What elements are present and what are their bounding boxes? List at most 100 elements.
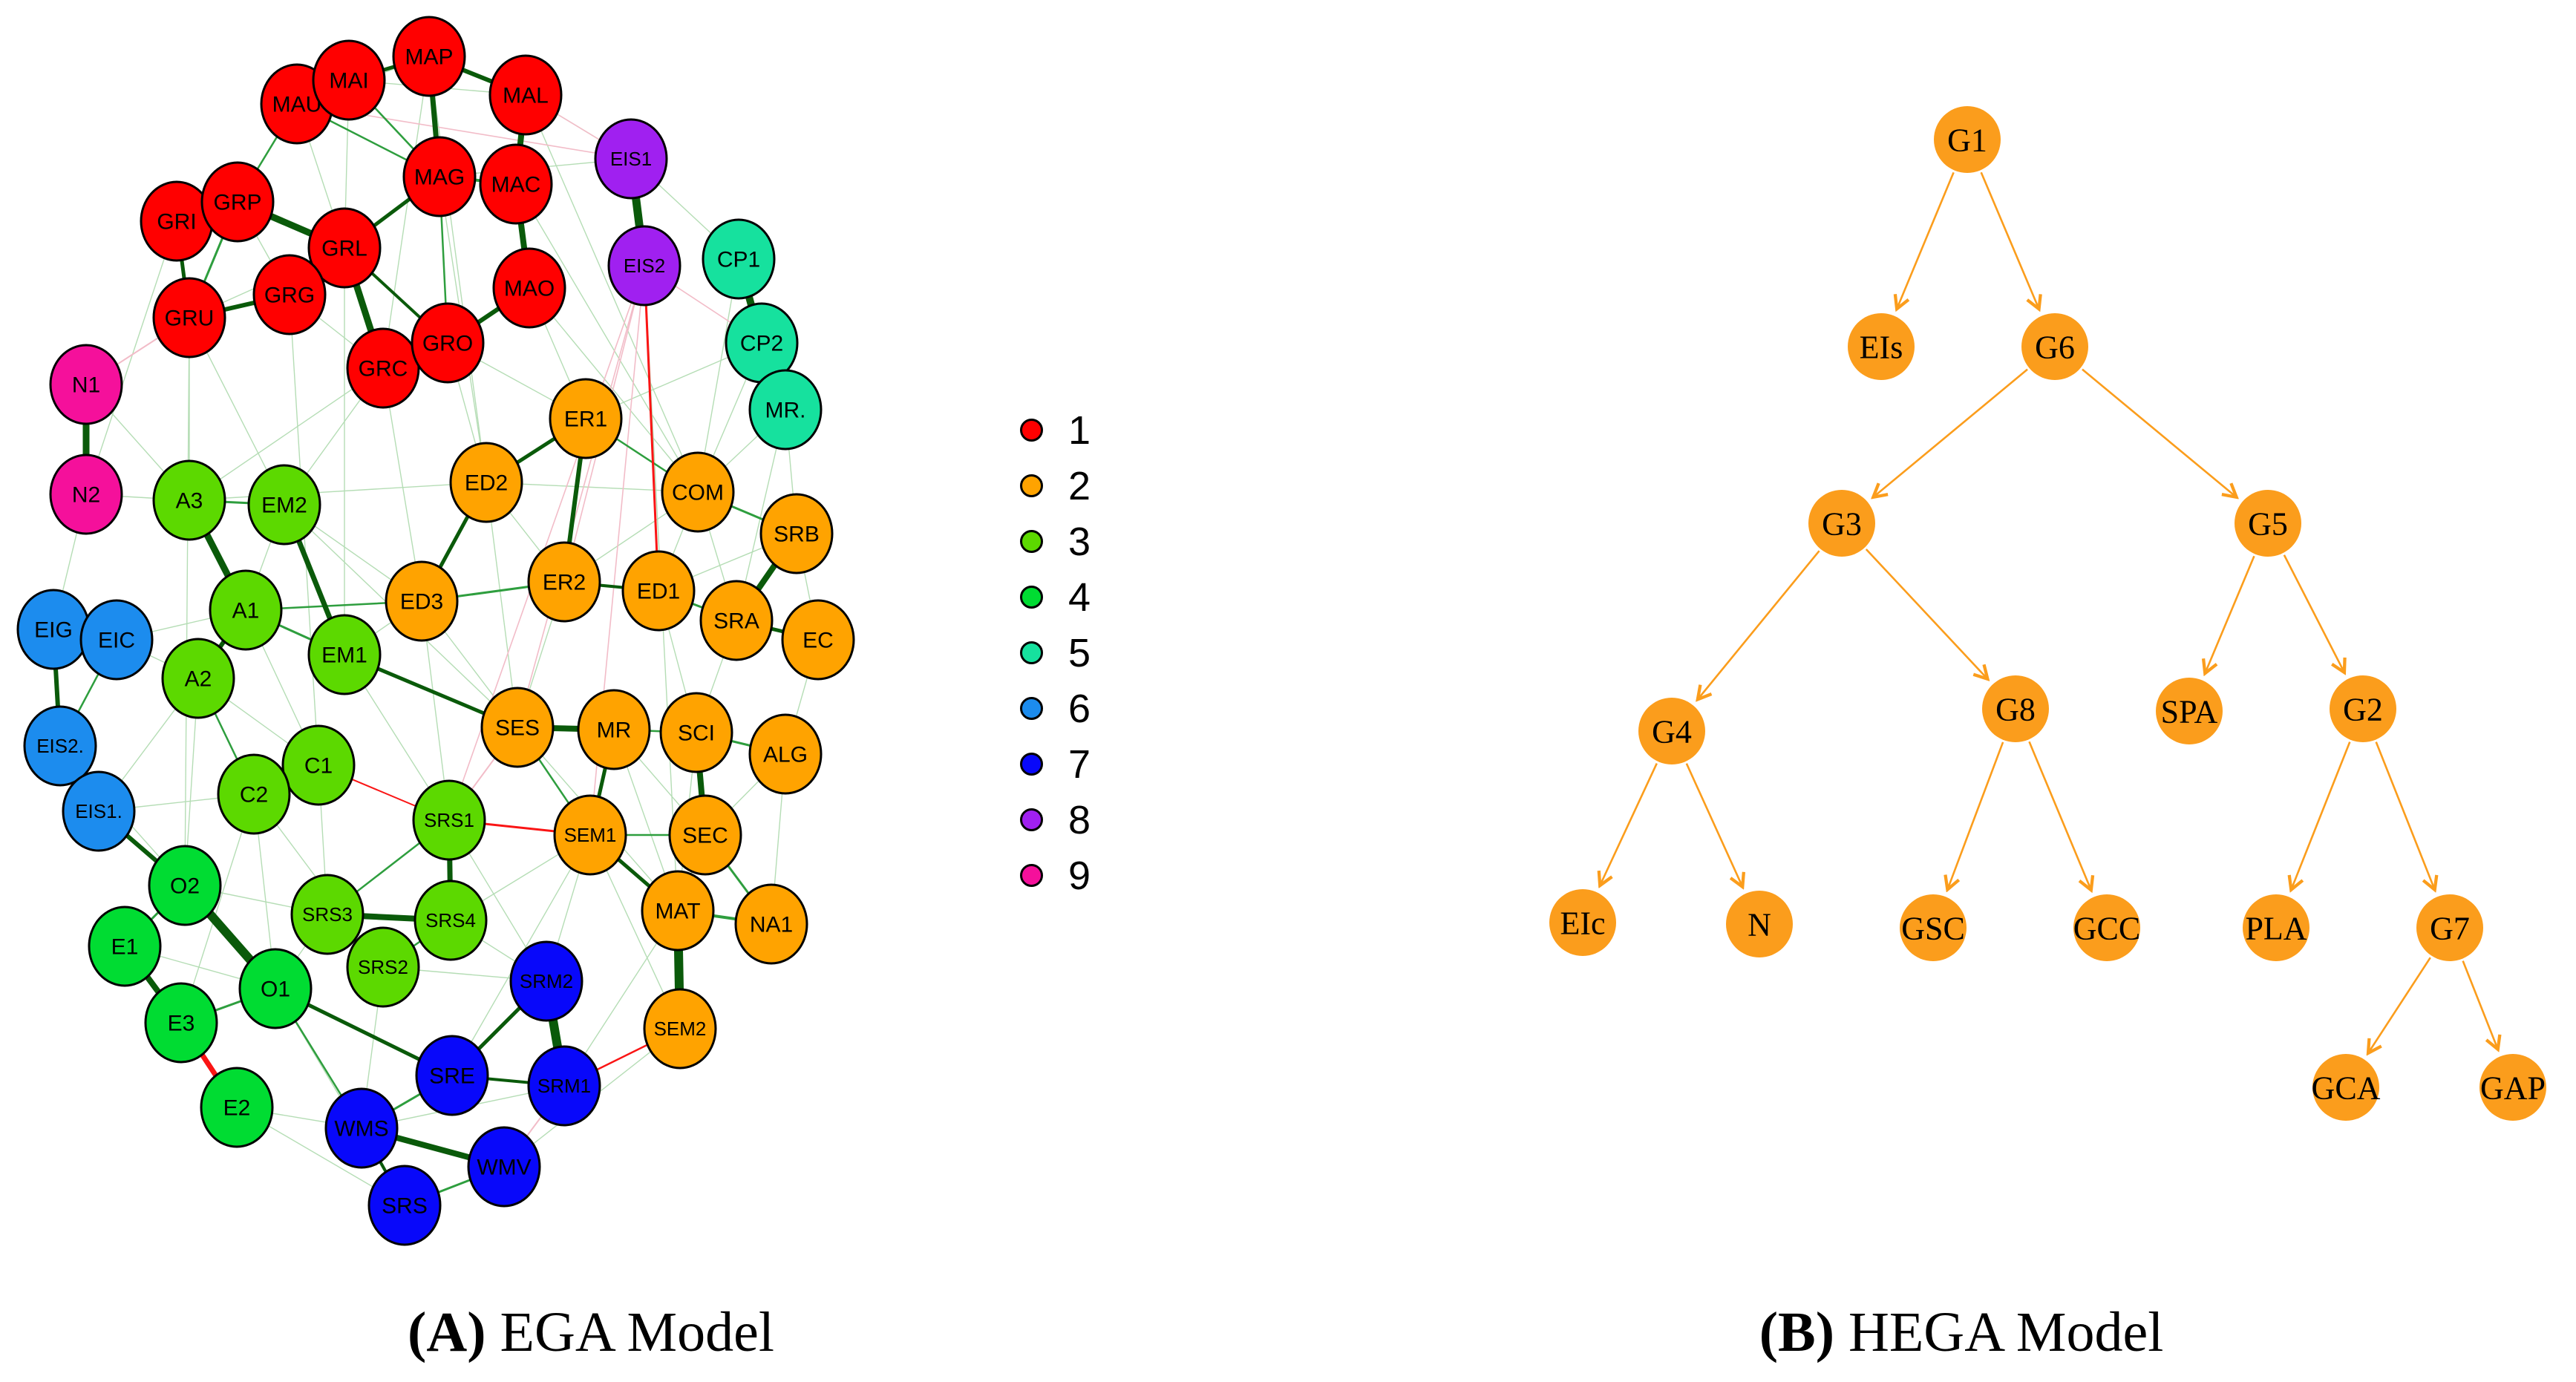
network-edge-GRU-O2 bbox=[184, 317, 190, 886]
legend-label: 8 bbox=[1068, 797, 1091, 842]
network-node-SEM2: SEM2 bbox=[643, 988, 717, 1070]
network-node-SRS2: SRS2 bbox=[346, 926, 420, 1008]
network-node-label: SRS2 bbox=[358, 956, 408, 978]
network-node-label: A3 bbox=[176, 489, 203, 514]
tree-node-EIs: EIs bbox=[1848, 313, 1915, 380]
network-node-label: WMS bbox=[334, 1117, 388, 1142]
network-node-GRP: GRP bbox=[200, 161, 275, 243]
network-node-O1: O1 bbox=[238, 948, 313, 1029]
tree-node-label: GAP bbox=[2480, 1070, 2546, 1106]
legend-label: 1 bbox=[1068, 407, 1091, 453]
network-node-ED1: ED1 bbox=[621, 550, 696, 632]
tree-edge-G8-GSC bbox=[1948, 741, 2004, 888]
network-node-label: GRL bbox=[321, 237, 367, 261]
legend-color-dot bbox=[1020, 753, 1043, 776]
tree-node-label: GSC bbox=[1901, 910, 1965, 946]
network-node-label: SRS1 bbox=[424, 809, 474, 831]
network-node-GRO: GRO bbox=[411, 302, 485, 384]
network-node-label: MAT bbox=[655, 900, 700, 924]
network-node-EIC: EIC bbox=[79, 599, 154, 681]
network-node-MAG: MAG bbox=[402, 136, 477, 217]
network-node-SEC: SEC bbox=[668, 794, 742, 876]
legend-label: 6 bbox=[1068, 686, 1091, 731]
network-node-MR.: MR. bbox=[748, 369, 823, 451]
network-node-E1: E1 bbox=[88, 905, 162, 987]
network-node-CP2: CP2 bbox=[725, 302, 799, 384]
network-node-EIS1: EIS1 bbox=[594, 118, 668, 200]
network-node-SRA: SRA bbox=[699, 580, 774, 661]
network-node-ER1: ER1 bbox=[549, 378, 623, 459]
network-edge-GRI-N2 bbox=[85, 220, 177, 495]
network-node-label: ER1 bbox=[564, 407, 607, 432]
tree-node-G4: G4 bbox=[1638, 698, 1705, 764]
legend-color-dot bbox=[1020, 641, 1043, 664]
network-node-GRI: GRI bbox=[140, 180, 214, 262]
network-node-SRE: SRE bbox=[415, 1035, 489, 1116]
network-node-GRL: GRL bbox=[307, 207, 382, 289]
network-node-A3: A3 bbox=[152, 459, 226, 541]
legend-item-7: 7 bbox=[1020, 736, 1091, 792]
network-node-label: EC bbox=[802, 629, 834, 653]
network-node-MAC: MAC bbox=[479, 143, 553, 225]
tree-node-label: EIs bbox=[1860, 329, 1903, 365]
network-node-NA1: NA1 bbox=[734, 883, 808, 965]
network-node-label: O2 bbox=[170, 874, 200, 899]
tree-edge-G4-N bbox=[1685, 763, 1742, 885]
network-node-label: EIG bbox=[34, 618, 73, 643]
tree-node-GAP: GAP bbox=[2479, 1054, 2546, 1121]
network-node-label: EIS2 bbox=[624, 255, 665, 277]
tree-node-label: SPA bbox=[2161, 693, 2218, 730]
network-node-SEM1: SEM1 bbox=[553, 794, 627, 876]
network-node-label: C2 bbox=[240, 783, 268, 808]
legend-color-dot bbox=[1020, 419, 1043, 442]
network-node-EM2: EM2 bbox=[247, 464, 321, 546]
network-node-label: MR. bbox=[765, 399, 806, 423]
network-node-label: O1 bbox=[261, 977, 290, 1002]
network-node-label: CP2 bbox=[740, 332, 783, 356]
tree-node-label: N bbox=[1748, 906, 1771, 943]
legend-item-8: 8 bbox=[1020, 792, 1091, 848]
network-node-label: SRS4 bbox=[425, 909, 476, 931]
tree-node-label: EIc bbox=[1560, 905, 1605, 941]
network-node-label: EM2 bbox=[261, 494, 307, 518]
network-node-GRC: GRC bbox=[346, 327, 420, 409]
caption-panel-a: (A) EGA Model bbox=[408, 1303, 774, 1362]
network-node-EIS2.: EIS2. bbox=[23, 705, 97, 787]
network-node-O2: O2 bbox=[148, 845, 222, 926]
network-edge-MAP-GRC bbox=[382, 56, 430, 369]
network-node-label: MAC bbox=[491, 173, 541, 197]
legend-label: 2 bbox=[1068, 463, 1091, 508]
network-node-GRU: GRU bbox=[152, 277, 226, 358]
network-node-label: SRA bbox=[713, 609, 759, 634]
legend-color-dot bbox=[1020, 586, 1043, 609]
tree-node-G1: G1 bbox=[1934, 106, 2001, 173]
legend-item-4: 4 bbox=[1020, 569, 1091, 625]
network-node-WMV: WMV bbox=[467, 1126, 541, 1208]
network-node-label: N2 bbox=[72, 483, 100, 508]
tree-node-label: G8 bbox=[1995, 691, 2036, 727]
network-node-label: GRP bbox=[213, 191, 261, 215]
network-node-MAI: MAI bbox=[312, 39, 386, 121]
network-node-label: WMV bbox=[477, 1156, 531, 1180]
tree-node-EIc: EIc bbox=[1549, 889, 1616, 956]
tree-node-PLA: PLA bbox=[2243, 894, 2309, 961]
network-node-label: E1 bbox=[111, 935, 139, 960]
network-node-label: EIC bbox=[98, 629, 135, 653]
legend-item-2: 2 bbox=[1020, 458, 1091, 514]
network-node-E2: E2 bbox=[200, 1067, 274, 1148]
tree-edge-G3-G4 bbox=[1699, 550, 1820, 698]
legend-item-3: 3 bbox=[1020, 514, 1091, 569]
network-node-label: GRU bbox=[165, 307, 215, 331]
network-node-label: SRM1 bbox=[537, 1075, 591, 1097]
tree-node-G5: G5 bbox=[2235, 490, 2301, 557]
legend-item-9: 9 bbox=[1020, 848, 1091, 903]
network-node-SRM2: SRM2 bbox=[509, 940, 583, 1022]
tree-edge-G5-G2 bbox=[2283, 554, 2344, 672]
tree-node-label: G2 bbox=[2343, 691, 2383, 727]
tree-node-label: G3 bbox=[1822, 505, 1862, 542]
legend-label: 4 bbox=[1068, 574, 1091, 620]
